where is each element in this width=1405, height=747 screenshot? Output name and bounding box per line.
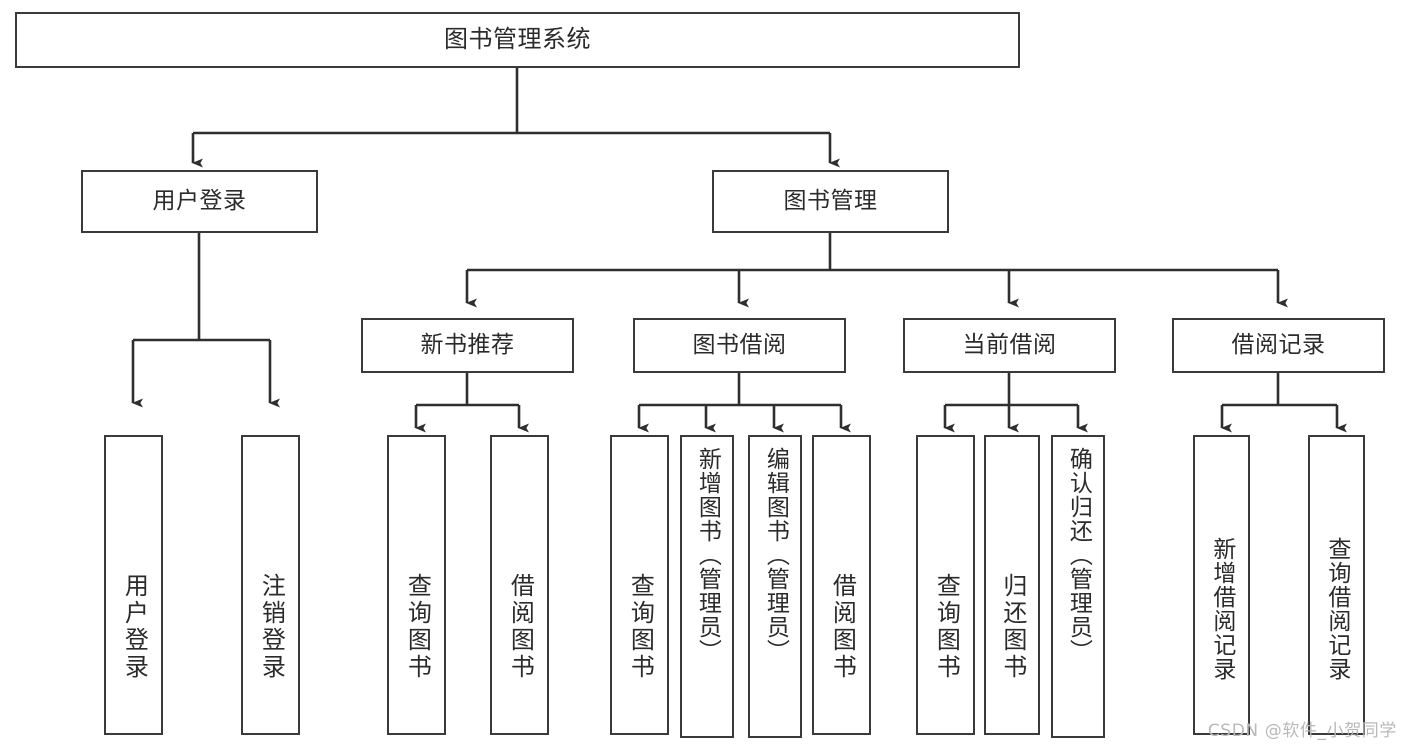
node-label: 用户登录 bbox=[152, 188, 247, 215]
node-label: 用户登录 bbox=[120, 573, 149, 681]
node-label: 新增图书（管理员） bbox=[694, 447, 721, 663]
leaf-new-book-borrow[interactable]: 借阅图书 bbox=[490, 435, 549, 735]
leaf-add-borrow-record[interactable]: 新增借阅记录 bbox=[1193, 435, 1250, 735]
node-root-book-management-system[interactable]: 图书管理系统 bbox=[15, 12, 1020, 68]
leaf-return-book[interactable]: 归还图书 bbox=[984, 435, 1040, 735]
node-label: 图书借阅 bbox=[692, 332, 787, 359]
node-user-login[interactable]: 用户登录 bbox=[81, 170, 318, 233]
node-book-management[interactable]: 图书管理 bbox=[712, 170, 949, 233]
node-label: 归还图书 bbox=[998, 573, 1027, 681]
leaf-logout[interactable]: 注销登录 bbox=[241, 435, 300, 735]
node-label: 图书管理 bbox=[783, 188, 878, 215]
node-label: 当前借阅 bbox=[962, 332, 1057, 359]
leaf-borrow-book[interactable]: 借阅图书 bbox=[812, 435, 871, 735]
leaf-borrow-query-book[interactable]: 查询图书 bbox=[610, 435, 669, 735]
node-label: 查询图书 bbox=[932, 573, 961, 681]
watermark: CSDN @软件_小贺同学 bbox=[1207, 721, 1397, 741]
node-borrow-record[interactable]: 借阅记录 bbox=[1172, 318, 1385, 373]
node-label: 新增借阅记录 bbox=[1208, 537, 1235, 681]
leaf-new-book-query[interactable]: 查询图书 bbox=[387, 435, 446, 735]
leaf-add-book-admin[interactable]: 新增图书（管理员） bbox=[680, 435, 734, 738]
node-label: 查询图书 bbox=[626, 573, 655, 681]
node-label: 注销登录 bbox=[257, 573, 286, 681]
leaf-user-login[interactable]: 用户登录 bbox=[104, 435, 163, 735]
node-label: 借阅图书 bbox=[506, 573, 535, 681]
node-label: 编辑图书（管理员） bbox=[762, 447, 789, 663]
leaf-current-query-book[interactable]: 查询图书 bbox=[916, 435, 975, 735]
node-label: 图书管理系统 bbox=[444, 25, 591, 54]
node-current-borrow[interactable]: 当前借阅 bbox=[903, 318, 1116, 373]
node-label: 查询借阅记录 bbox=[1323, 537, 1350, 681]
node-label: 新书推荐 bbox=[420, 332, 515, 359]
leaf-query-borrow-record[interactable]: 查询借阅记录 bbox=[1308, 435, 1365, 735]
leaf-edit-book-admin[interactable]: 编辑图书（管理员） bbox=[748, 435, 802, 738]
node-label: 查询图书 bbox=[403, 573, 432, 681]
node-label: 确认归还（管理员） bbox=[1065, 447, 1092, 663]
node-book-borrow[interactable]: 图书借阅 bbox=[633, 318, 846, 373]
node-new-book-recommend[interactable]: 新书推荐 bbox=[361, 318, 574, 373]
node-label: 借阅记录 bbox=[1231, 332, 1326, 359]
leaf-confirm-return-admin[interactable]: 确认归还（管理员） bbox=[1051, 435, 1105, 738]
node-label: 借阅图书 bbox=[828, 573, 857, 681]
